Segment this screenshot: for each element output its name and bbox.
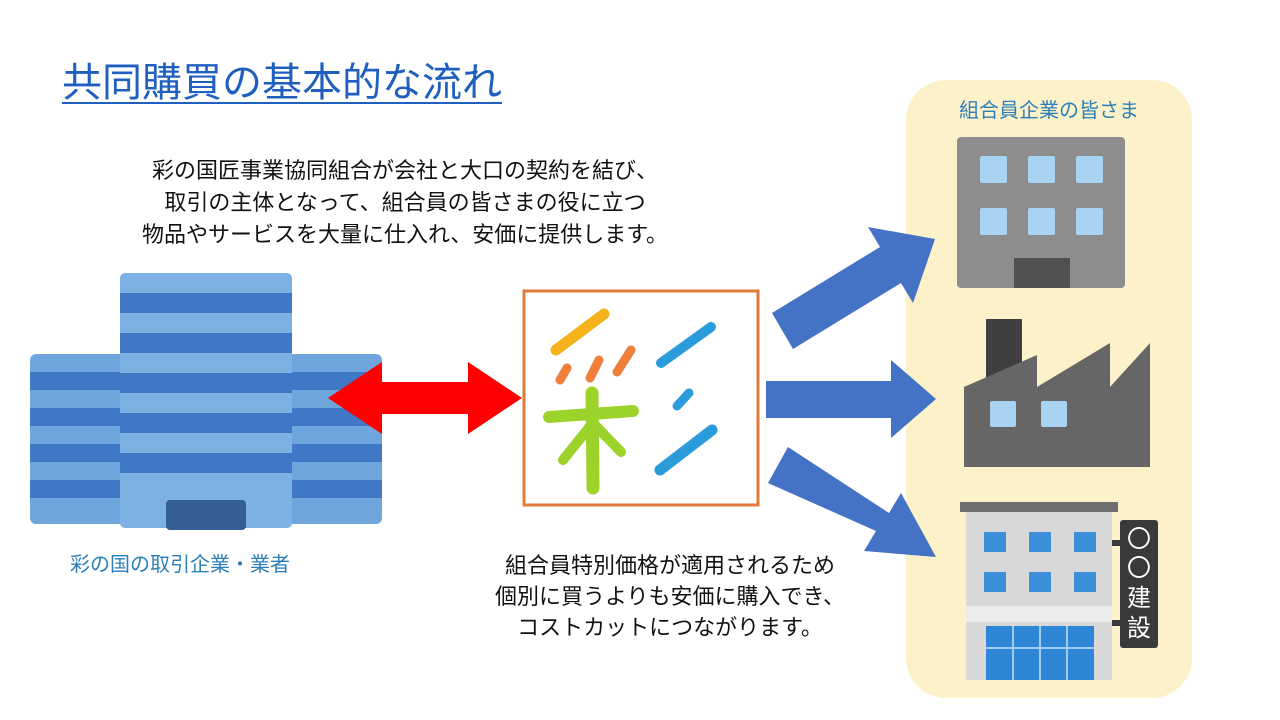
benefit-line: 組合員特別価格が適用されるため [504,554,835,579]
office-building-icon [957,137,1125,288]
sign-char: 〇 [1127,554,1151,582]
benefit-text: 組合員特別価格が適用されるため 個別に買うよりも安価に購入でき、 コストカットに… [420,551,920,644]
office-building-icon [30,273,382,530]
benefit-line: コストカットにつながります。 [517,616,823,641]
sign-char: 設 [1127,614,1151,642]
benefit-line: 個別に買うよりも安価に購入でき、 [494,585,846,610]
description-line: 彩の国匠事業協同組合が会社と大口の契約を結び、 [151,159,658,184]
construction-company-building-icon: 〇 〇 建 設 [960,502,1158,680]
description-line: 物品やサービスを大量に仕入れ、安価に提供します。 [141,223,669,248]
arrow-up-right-icon [772,227,935,349]
sign-char: 建 [1127,584,1151,612]
arrow-right-icon [766,360,936,438]
hq-label: 彩の国の取引企業・業者 [70,552,290,576]
arrow-down-right-icon [768,447,936,557]
description-text: 彩の国匠事業協同組合が会社と大口の契約を結び、 取引の主体となって、組合員の皆さ… [40,156,770,252]
page-title: 共同購買の基本的な流れ [62,60,502,106]
double-arrow-icon [328,362,522,434]
factory-icon [964,319,1150,467]
association-logo-icon [522,289,760,507]
description-line: 取引の主体となって、組合員の皆さまの役に立つ [164,191,646,216]
panel-title: 組合員企業の皆さま [959,98,1139,122]
sign-char: 〇 [1127,525,1151,553]
